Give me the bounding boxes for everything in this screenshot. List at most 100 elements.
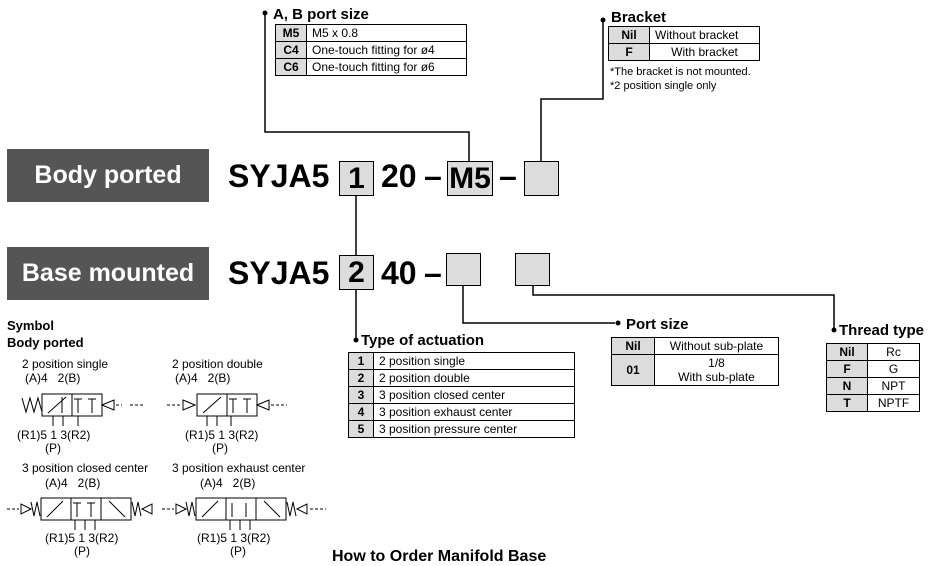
symbol-subtitle: Body ported	[7, 335, 84, 350]
desc-cell: 2 position single	[373, 352, 575, 370]
port-size-heading: Port size	[626, 316, 689, 333]
symbol-bottom-ports: (R1)5 1 3(R2)	[185, 428, 259, 442]
body-ported-digit-box: 1	[339, 161, 374, 196]
symbol-bottom-ports: (R1)5 1 3(R2)	[197, 531, 271, 545]
code-cell: 2	[348, 369, 374, 387]
desc-cell: Without bracket	[649, 26, 760, 44]
valve-symbol-3p-exhaust	[162, 497, 326, 530]
code-cell: Nil	[608, 26, 650, 44]
code-cell: 1	[348, 352, 374, 370]
symbol-top-ports: (A)4 2(B)	[45, 476, 101, 490]
valve-symbol-2p-double	[167, 393, 287, 426]
bracket-note-2: *2 position single only	[610, 80, 717, 92]
body-ported-port-box: M5	[447, 161, 493, 196]
base-mounted-label: Base mounted	[7, 247, 209, 300]
code-cell: C4	[275, 41, 307, 59]
symbol-title-3p-closed: 3 position closed center	[22, 461, 149, 475]
table-row: 01 1/8 With sub-plate	[611, 354, 779, 386]
symbol-top-ports: (A)4 2(B)	[200, 476, 256, 490]
desc-cell: Without sub-plate	[654, 337, 779, 355]
symbol-p-port: (P)	[230, 544, 246, 558]
bracket-note-1: *The bracket is not mounted.	[610, 66, 751, 78]
symbol-p-port: (P)	[74, 544, 90, 558]
valve-symbol-2p-single	[21, 393, 144, 426]
code-cell: C6	[275, 58, 307, 76]
valve-symbol-3p-closed	[7, 497, 153, 530]
desc-cell: 3 position pressure center	[373, 420, 575, 438]
symbol-top-ports: (A)4 2(B)	[175, 371, 231, 385]
port-size-box	[446, 253, 481, 286]
body-ported-suffix: 20	[381, 158, 417, 194]
body-ported-model: SYJA5	[228, 158, 330, 194]
base-mounted-digit-box: 2	[339, 255, 374, 290]
desc-cell: NPT	[867, 377, 920, 395]
code-cell: N	[826, 377, 868, 395]
code-cell: 01	[611, 354, 655, 386]
symbol-top-ports: (A)4 2(B)	[25, 371, 81, 385]
symbol-bottom-ports: (R1)5 1 3(R2)	[17, 428, 91, 442]
symbol-p-port: (P)	[45, 441, 61, 455]
symbol-title-2p-single: 2 position single	[22, 357, 109, 371]
ab-port-heading: A, B port size	[273, 6, 369, 23]
footer-title: How to Order Manifold Base	[332, 548, 547, 565]
desc-cell: One-touch fitting for ø6	[306, 58, 467, 76]
desc-line-2: With sub-plate	[678, 370, 755, 384]
desc-cell: G	[867, 360, 920, 378]
base-mounted-suffix: 40	[381, 255, 417, 291]
desc-cell: 2 position double	[373, 369, 575, 387]
body-ported-dash-1: –	[424, 158, 442, 194]
desc-cell: 3 position exhaust center	[373, 403, 575, 421]
code-cell: 3	[348, 386, 374, 404]
desc-cell: 3 position closed center	[373, 386, 575, 404]
code-cell: M5	[275, 24, 307, 42]
symbol-p-port: (P)	[212, 441, 228, 455]
desc-line-1: 1/8	[708, 356, 725, 370]
code-cell: 4	[348, 403, 374, 421]
actuation-heading: Type of actuation	[361, 332, 485, 349]
desc-cell: NPTF	[867, 394, 920, 412]
symbol-title: Symbol	[7, 318, 54, 333]
code-cell: F	[608, 43, 650, 61]
bracket-heading: Bracket	[611, 9, 667, 26]
symbol-title-2p-double: 2 position double	[172, 357, 263, 371]
code-cell: T	[826, 394, 868, 412]
desc-cell: One-touch fitting for ø4	[306, 41, 467, 59]
code-cell: F	[826, 360, 868, 378]
base-mounted-model: SYJA5	[228, 255, 330, 291]
desc-cell: M5 x 0.8	[306, 24, 467, 42]
desc-cell: Rc	[867, 343, 920, 361]
symbol-title-3p-exhaust: 3 position exhaust center	[172, 461, 306, 475]
body-ported-dash-2: –	[499, 158, 517, 194]
bracket-box	[524, 161, 559, 196]
code-cell: Nil	[826, 343, 868, 361]
desc-cell: With bracket	[649, 43, 760, 61]
base-mounted-dash: –	[424, 255, 442, 291]
thread-type-box	[515, 253, 550, 286]
code-cell: 5	[348, 420, 374, 438]
thread-heading: Thread type	[839, 322, 925, 339]
code-cell: Nil	[611, 337, 655, 355]
body-ported-label: Body ported	[7, 149, 209, 202]
desc-cell: 1/8 With sub-plate	[654, 354, 779, 386]
symbol-bottom-ports: (R1)5 1 3(R2)	[45, 531, 119, 545]
